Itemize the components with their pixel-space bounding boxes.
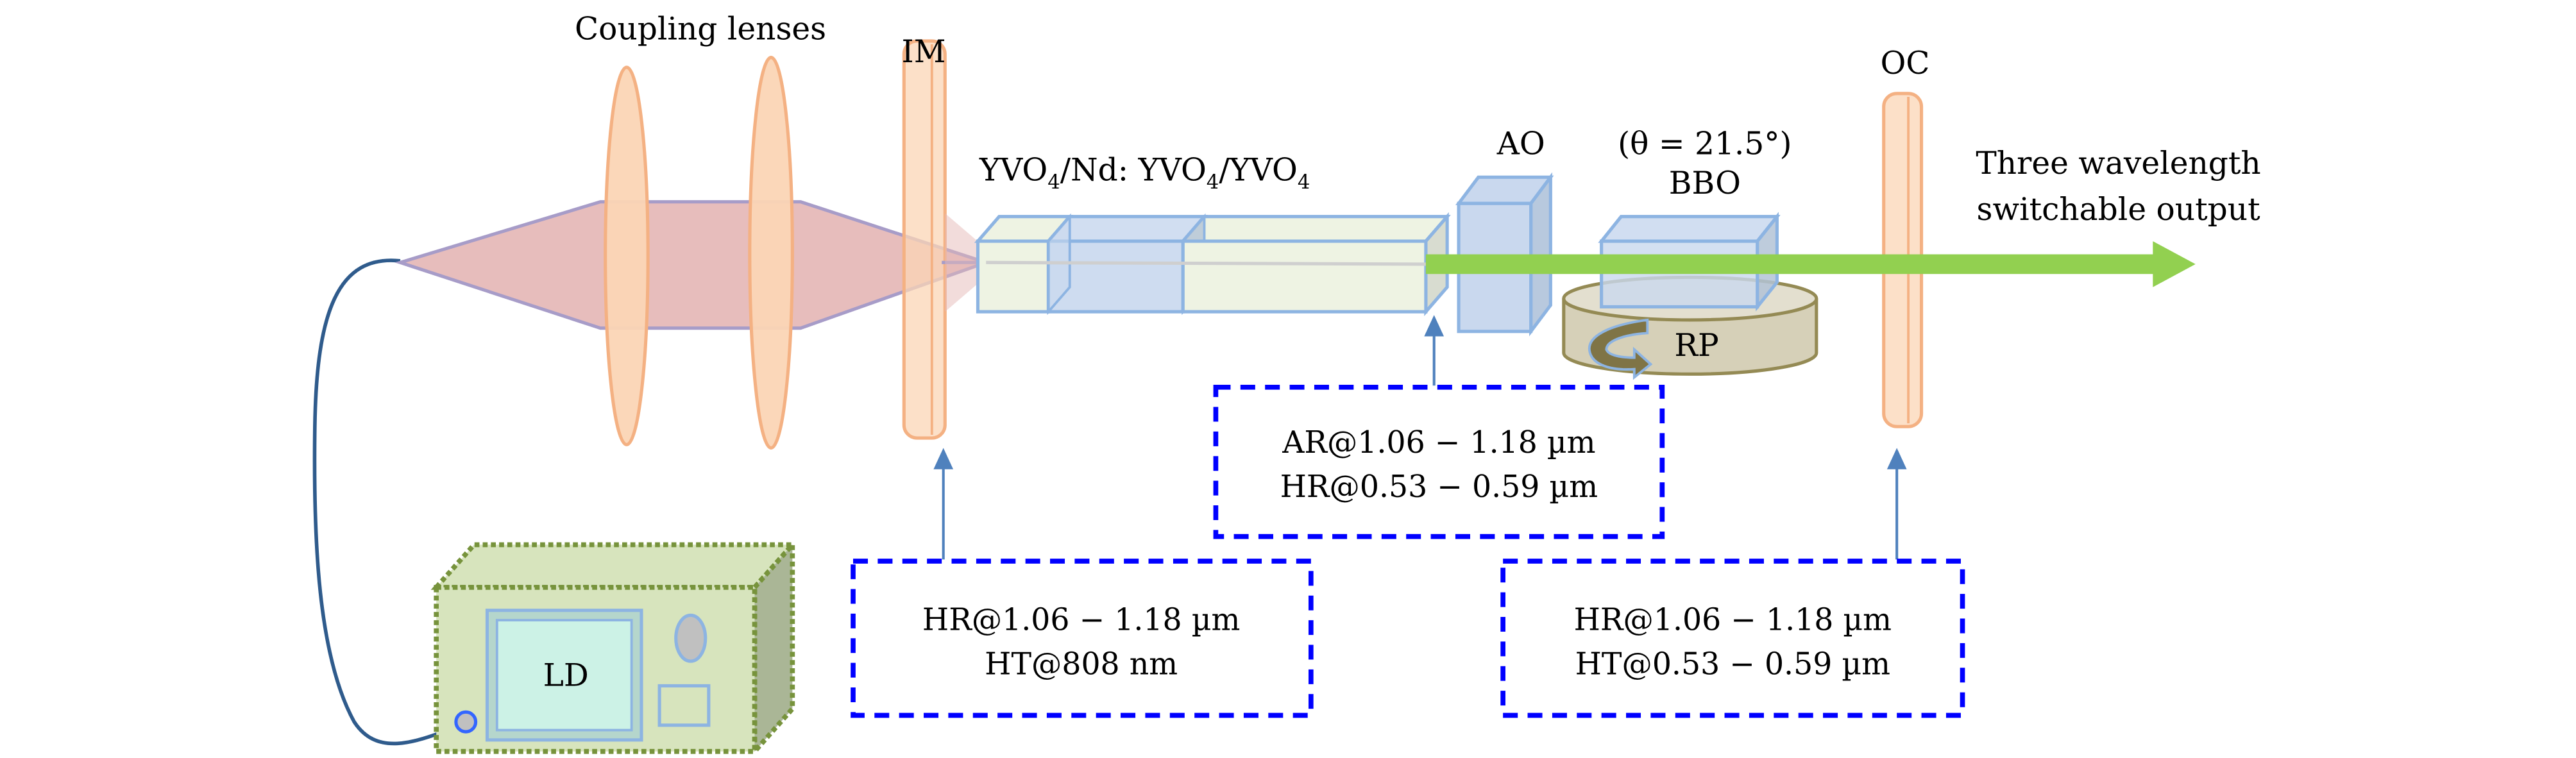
composite-crystal <box>974 212 1451 316</box>
label-ld: LD <box>543 657 589 693</box>
label-bbo-angle: (θ = 21.5°) <box>1618 126 1792 162</box>
coupling-lens-1 <box>604 65 650 446</box>
pointer-arrow-crystal-face <box>1424 315 1445 386</box>
label-crystal: YVO4/Nd: YVO4/YVO4 <box>979 152 1310 194</box>
label-output-line2: switchable output <box>1977 192 2261 228</box>
coating-crystal-line2: HR@0.53 − 0.59 µm <box>1280 469 1598 505</box>
ld-screen <box>485 609 643 742</box>
rotation-arrow-icon <box>1588 318 1653 380</box>
coating-box-input-mirror: HR@1.06 − 1.18 µm HT@808 nm <box>851 559 1314 718</box>
label-rp: RP <box>1674 328 1718 364</box>
label-bbo: BBO <box>1669 165 1741 201</box>
ld-fiber-port-icon <box>454 710 478 734</box>
laser-output-beam <box>1425 241 2196 287</box>
optical-fiber <box>312 258 467 746</box>
coating-box-output-coupler: HR@1.06 − 1.18 µm HT@0.53 − 0.59 µm <box>1500 559 1965 718</box>
pointer-arrow-oc <box>1886 448 1907 560</box>
input-mirror <box>902 39 947 440</box>
coating-im-line2: HT@808 nm <box>985 647 1178 682</box>
label-ao: AO <box>1496 126 1545 162</box>
crystal-yvo4-back <box>1181 239 1428 314</box>
coupling-lens-2 <box>748 55 794 450</box>
coating-oc-line2: HT@0.53 − 0.59 µm <box>1575 647 1890 682</box>
coating-oc-line1: HR@1.06 − 1.18 µm <box>1574 602 1892 637</box>
label-oc: OC <box>1880 46 1929 81</box>
laser-diode-unit: LD <box>430 538 798 758</box>
label-output-line1: Three wavelength <box>1976 146 2260 181</box>
ld-knob-icon <box>674 613 708 663</box>
pointer-arrow-im <box>933 448 954 560</box>
coating-im-line1: HR@1.06 − 1.18 µm <box>922 602 1240 637</box>
pump-beam <box>394 200 992 330</box>
acousto-optic-modulator <box>1455 172 1554 337</box>
coating-box-crystal-face: AR@1.06 − 1.18 µm HR@0.53 − 0.59 µm <box>1213 384 1665 539</box>
ld-switch-icon <box>657 684 711 727</box>
crystal-yvo4-front <box>976 239 1051 314</box>
output-arrow-head <box>2153 241 2196 287</box>
pump-focus <box>945 213 1003 312</box>
coating-crystal-line1: AR@1.06 − 1.18 µm <box>1282 425 1595 460</box>
label-coupling-lenses: Coupling lenses <box>575 11 826 47</box>
label-im: IM <box>902 34 946 70</box>
